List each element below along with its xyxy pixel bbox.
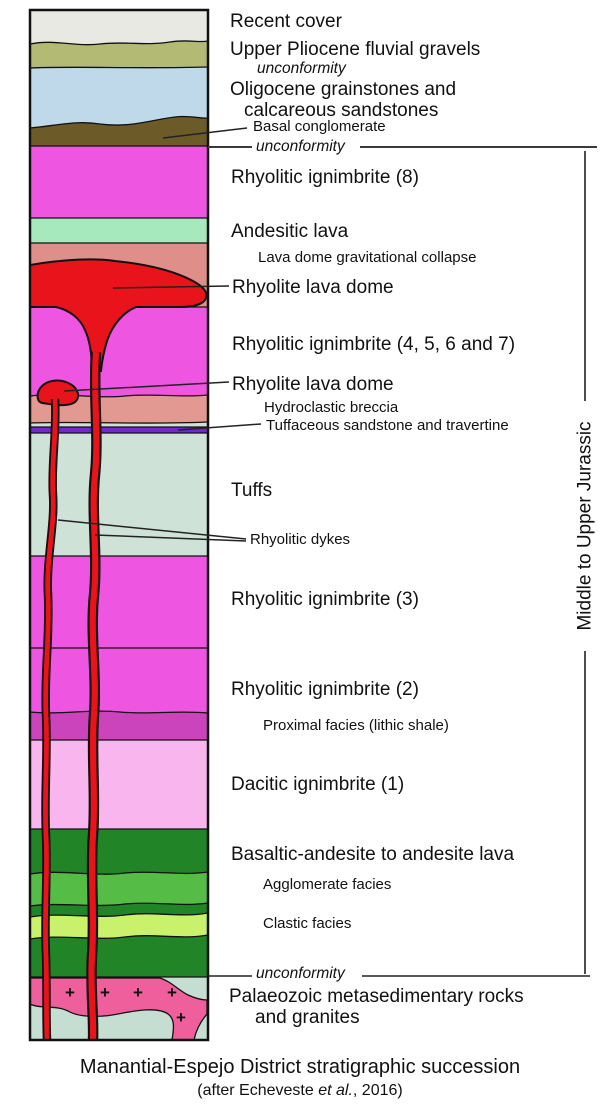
- label-tuffaceous: Tuffaceous sandstone and travertine: [266, 417, 509, 434]
- label-proximal: Proximal facies (lithic shale): [263, 717, 449, 734]
- leader-dyke-left: [57, 519, 247, 540]
- era-label: Middle to Upper Jurassic: [575, 421, 596, 630]
- caption-credit: (after Echeveste et al., 2016): [0, 1082, 600, 1100]
- plus-symbol: +: [133, 983, 143, 1002]
- label-pliocene: Upper Pliocene fluvial gravels: [230, 39, 481, 60]
- leader-lines: [57, 127, 262, 542]
- label-oligocene: Oligocene grainstones and calcareous san…: [230, 79, 457, 122]
- column-border: [28, 8, 210, 1042]
- label-ignimbrite-3: Rhyolitic ignimbrite (3): [231, 589, 419, 610]
- label-dykes: Rhyolitic dykes: [250, 531, 351, 548]
- rhyolite-lava-dome-lower: [36, 379, 80, 407]
- leader-rhyolite-dome-upper: [112, 285, 230, 289]
- label-palaeozoic: Palaeozoic metasedimentary rocks and gra…: [229, 986, 524, 1029]
- plus-symbol: +: [100, 983, 110, 1002]
- label-recent-cover: Recent cover: [230, 11, 342, 32]
- label-ignimbrite-2: Rhyolitic ignimbrite (2): [231, 679, 419, 700]
- label-clastic: Clastic facies: [263, 915, 352, 932]
- granite-intrusion: [30, 977, 208, 1040]
- plus-symbol: +: [176, 1008, 186, 1027]
- label-unconformity-3: unconformity: [256, 965, 345, 982]
- caption-credit-suffix: , 2016): [352, 1082, 403, 1099]
- label-basal-conglomerate: Basal conglomerate: [253, 118, 386, 135]
- caption-title: Manantial-Espejo District stratigraphic …: [79, 1056, 521, 1078]
- label-unconformity-2: unconformity: [256, 138, 345, 155]
- label-andesitic-lava: Andesitic lava: [231, 221, 349, 242]
- label-dacitic: Dacitic ignimbrite (1): [231, 774, 405, 795]
- label-basaltic: Basaltic-andesite to andesite lava: [231, 844, 515, 865]
- label-tuffs: Tuffs: [231, 480, 273, 501]
- leader-dyke-right: [94, 534, 247, 542]
- leader-rhyolite-dome-lower: [63, 381, 230, 392]
- column-layers: + + + + +: [30, 10, 208, 1040]
- leader-basal-conglomerate: [162, 127, 248, 139]
- left-dyke: [43, 398, 58, 1040]
- plus-symbol: +: [167, 983, 177, 1002]
- label-agglomerate: Agglomerate facies: [263, 876, 392, 893]
- rhyolitic-dykes: [41, 351, 102, 1040]
- right-dyke: [88, 351, 100, 1040]
- caption-credit-prefix: (after Echeveste: [197, 1082, 319, 1099]
- label-ignimbrite-8: Rhyolitic ignimbrite (8): [231, 167, 419, 188]
- caption-credit-italic: et al.: [318, 1082, 353, 1099]
- label-rhyolite-dome-1: Rhyolite lava dome: [232, 277, 394, 298]
- plus-symbol: +: [65, 983, 75, 1002]
- label-ignimbrite-4567: Rhyolitic ignimbrite (4, 5, 6 and 7): [232, 334, 516, 355]
- granite-plus-symbols: + + + + +: [65, 983, 186, 1027]
- leader-tuffaceous: [177, 423, 262, 431]
- label-lava-dome-collapse: Lava dome gravitational collapse: [258, 249, 477, 266]
- label-rhyolite-dome-2: Rhyolite lava dome: [232, 374, 394, 395]
- label-unconformity-1: unconformity: [257, 60, 346, 77]
- label-hydroclastic: Hydroclastic breccia: [264, 399, 399, 416]
